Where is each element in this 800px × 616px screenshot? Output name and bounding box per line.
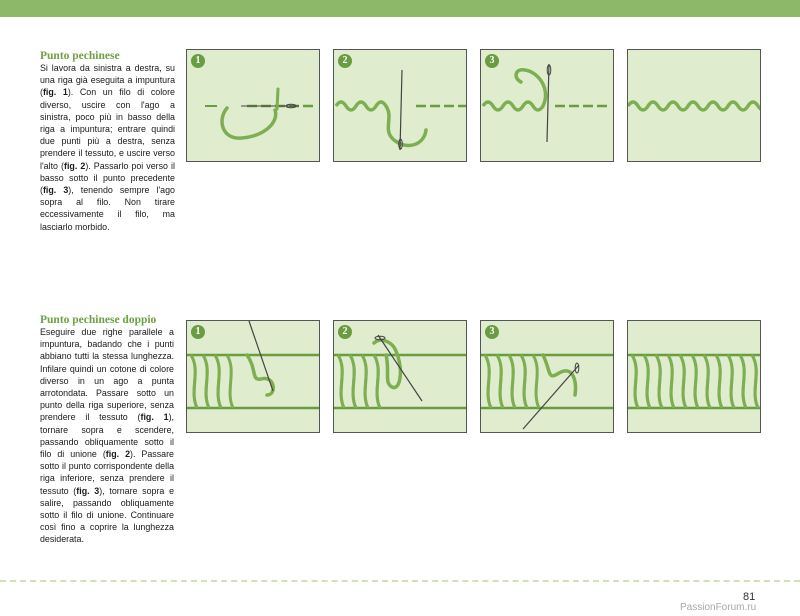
stitch-illustration — [628, 353, 760, 410]
stitch-illustration — [334, 69, 466, 151]
figure-panel-2: 2 — [333, 49, 467, 162]
section-text-punto-pechinese-doppio: Eseguire due righe parallele a impuntura… — [40, 327, 175, 545]
footer-divider — [0, 580, 800, 582]
stitch-illustration — [205, 87, 313, 140]
figure-number-badge: 3 — [485, 325, 499, 339]
stitch-illustration — [481, 63, 607, 143]
figure-panel-8 — [627, 320, 761, 433]
section-title-punto-pechinese-doppio: Punto pechinese doppio — [40, 314, 157, 326]
figure-panel-1: 1 — [186, 49, 320, 162]
figure-number-badge: 2 — [338, 54, 352, 68]
stitch-illustration — [334, 334, 466, 410]
figure-number-badge: 1 — [191, 54, 205, 68]
figure-panel-5: 1 — [186, 320, 320, 433]
section-title-punto-pechinese: Punto pechinese — [40, 50, 120, 62]
figure-number-badge: 1 — [191, 325, 205, 339]
stitch-illustration — [187, 321, 319, 410]
section-text-punto-pechinese: Si lavora da sinistra a destra, su una r… — [40, 63, 175, 232]
page-number: 81 — [743, 591, 756, 603]
figure-panel-7: 3 — [480, 320, 614, 433]
figure-panel-6: 2 — [333, 320, 467, 433]
figure-panel-3: 3 — [480, 49, 614, 162]
watermark: PassionForum.ru — [680, 602, 757, 613]
header-bar — [0, 0, 800, 17]
figure-number-badge: 3 — [485, 54, 499, 68]
figure-panel-4 — [627, 49, 761, 162]
stitch-illustration — [481, 353, 613, 430]
figure-number-badge: 2 — [338, 325, 352, 339]
stitch-illustration — [628, 100, 760, 112]
